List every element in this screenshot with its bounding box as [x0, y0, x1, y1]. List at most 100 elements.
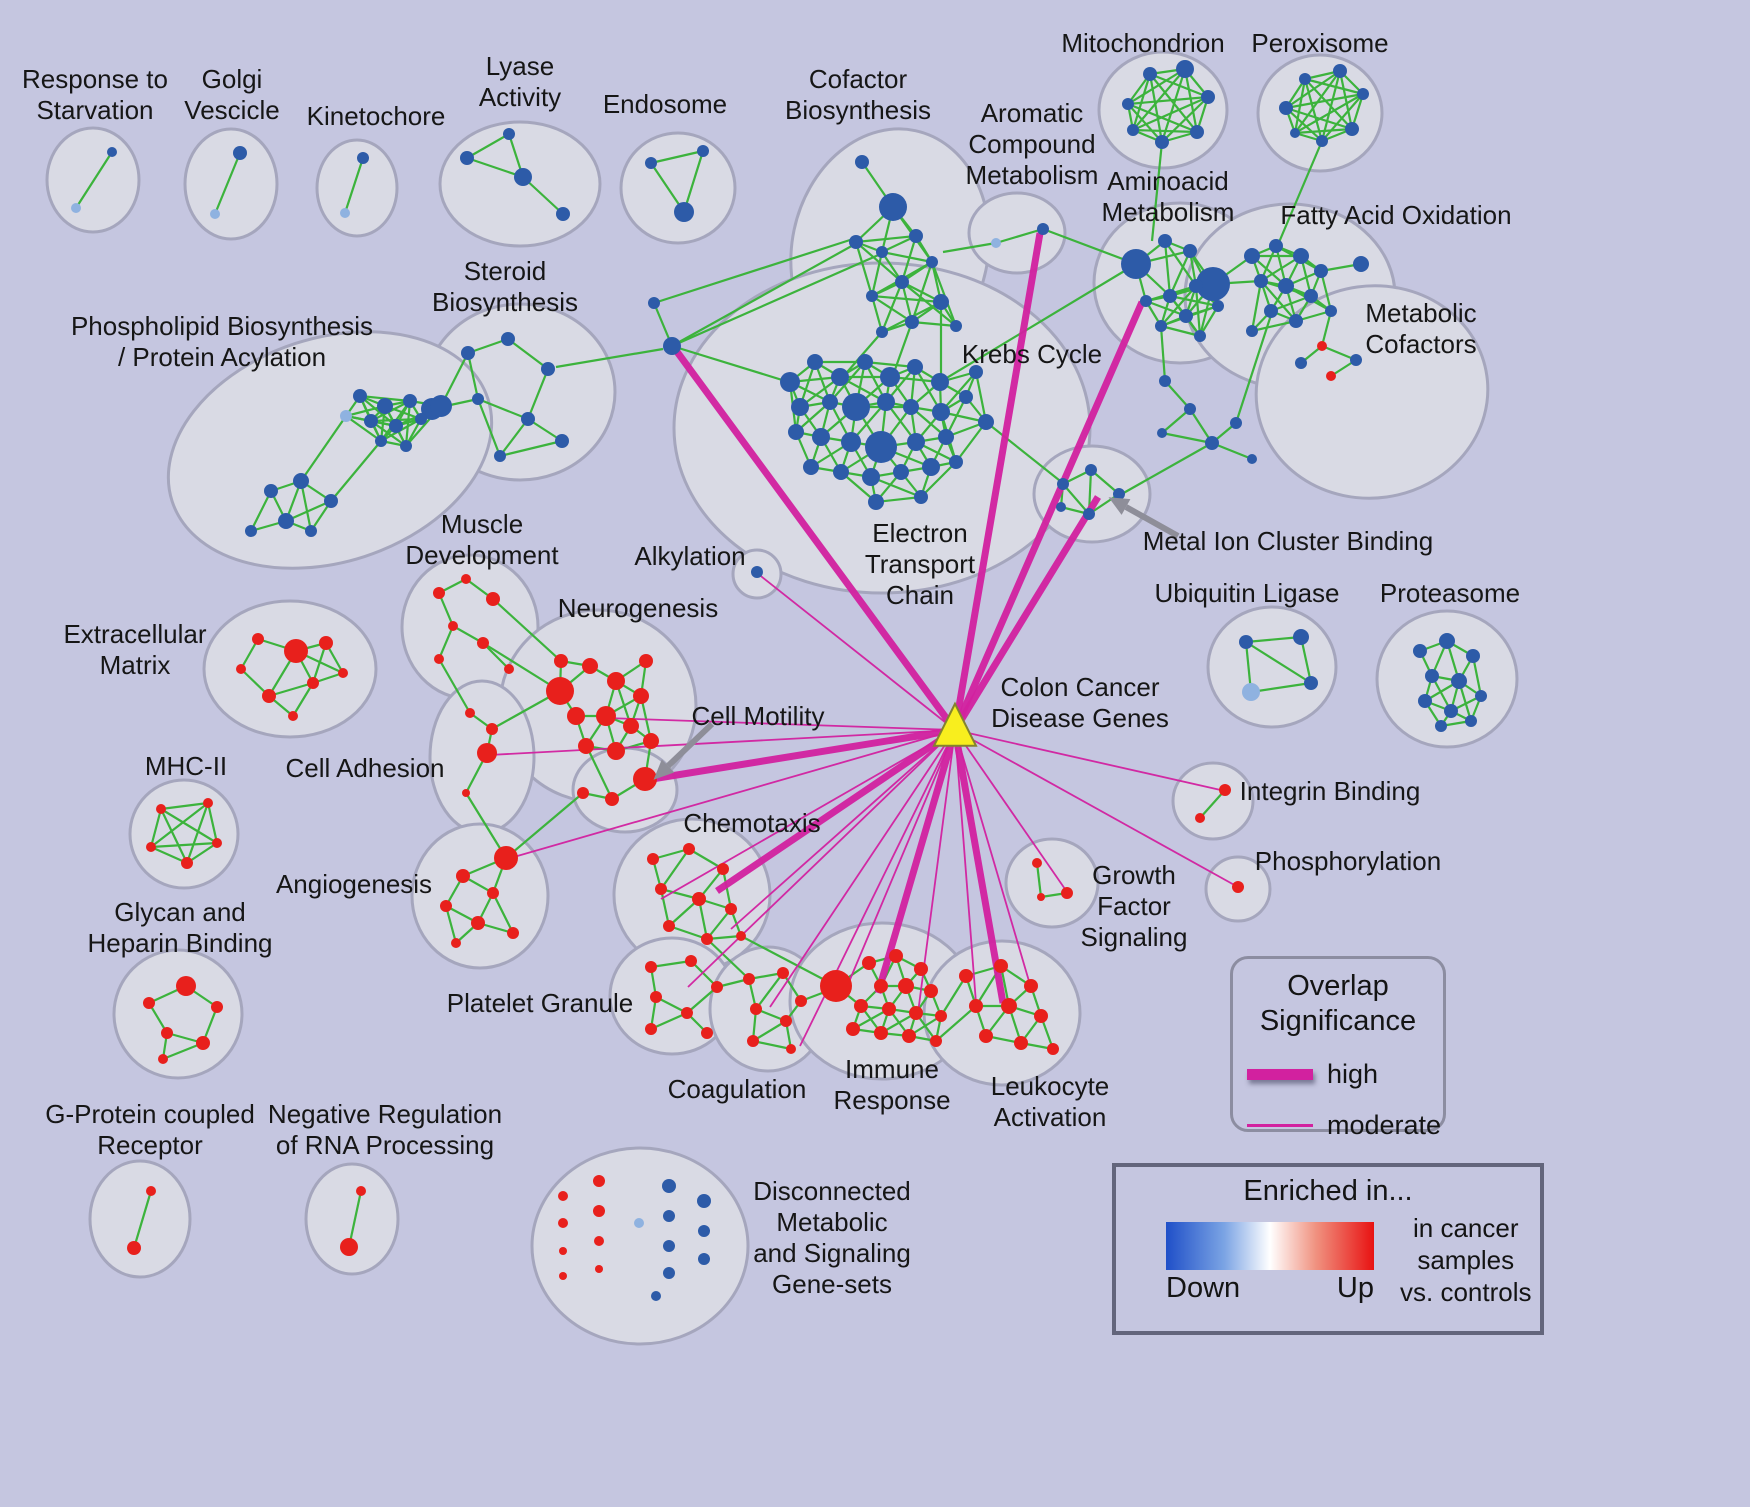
gene-set-node[interactable] [504, 664, 514, 674]
gene-set-node[interactable] [812, 428, 830, 446]
gene-set-node[interactable] [477, 637, 489, 649]
gene-set-node[interactable] [791, 398, 809, 416]
gene-set-node[interactable] [430, 395, 452, 417]
gene-set-node[interactable] [926, 256, 938, 268]
gene-set-node[interactable] [903, 399, 919, 415]
gene-set-node[interactable] [701, 933, 713, 945]
gene-set-node[interactable] [487, 887, 499, 899]
gene-set-node[interactable] [1254, 274, 1268, 288]
gene-set-node[interactable] [959, 969, 973, 983]
gene-set-node[interactable] [264, 484, 278, 498]
gene-set-node[interactable] [1246, 325, 1258, 337]
gene-set-node[interactable] [1143, 67, 1157, 81]
gene-set-node[interactable] [1439, 633, 1455, 649]
gene-set-node[interactable] [607, 742, 625, 760]
gene-set-node[interactable] [558, 1191, 568, 1201]
gene-set-node[interactable] [293, 473, 309, 489]
gene-set-node[interactable] [146, 1186, 156, 1196]
gene-set-node[interactable] [1350, 354, 1362, 366]
gene-set-node[interactable] [494, 450, 506, 462]
gene-set-node[interactable] [978, 414, 994, 430]
gene-set-node[interactable] [969, 999, 983, 1013]
gene-set-node[interactable] [1113, 488, 1125, 500]
gene-set-node[interactable] [1085, 464, 1097, 476]
gene-set-node[interactable] [1155, 320, 1167, 332]
gene-set-node[interactable] [521, 412, 535, 426]
gene-set-node[interactable] [284, 639, 308, 663]
gene-set-node[interactable] [1196, 267, 1230, 301]
gene-set-node[interactable] [353, 389, 367, 403]
gene-set-node[interactable] [935, 1010, 947, 1022]
gene-set-node[interactable] [448, 621, 458, 631]
gene-set-node[interactable] [555, 434, 569, 448]
gene-set-node[interactable] [1190, 125, 1204, 139]
gene-set-node[interactable] [594, 1236, 604, 1246]
gene-set-node[interactable] [340, 410, 352, 422]
gene-set-node[interactable] [1465, 715, 1477, 727]
gene-set-node[interactable] [994, 959, 1008, 973]
gene-set-node[interactable] [1278, 278, 1294, 294]
gene-set-node[interactable] [465, 708, 475, 718]
gene-set-node[interactable] [639, 654, 653, 668]
gene-set-node[interactable] [862, 468, 880, 486]
gene-set-node[interactable] [938, 429, 954, 445]
gene-set-node[interactable] [880, 367, 900, 387]
gene-set-node[interactable] [1290, 128, 1300, 138]
gene-set-node[interactable] [593, 1205, 605, 1217]
gene-set-node[interactable] [879, 193, 907, 221]
gene-set-node[interactable] [663, 1267, 675, 1279]
gene-set-node[interactable] [645, 157, 657, 169]
gene-set-node[interactable] [1056, 502, 1066, 512]
gene-set-node[interactable] [1083, 508, 1095, 520]
gene-set-node[interactable] [1295, 357, 1307, 369]
gene-set-node[interactable] [233, 146, 247, 160]
gene-set-node[interactable] [914, 490, 928, 504]
gene-set-node[interactable] [895, 275, 909, 289]
gene-set-node[interactable] [803, 459, 819, 475]
gene-set-node[interactable] [340, 1238, 358, 1256]
gene-set-node[interactable] [681, 1007, 693, 1019]
gene-set-node[interactable] [1047, 1043, 1059, 1055]
gene-set-node[interactable] [389, 419, 403, 433]
gene-set-node[interactable] [1034, 1009, 1048, 1023]
gene-set-node[interactable] [889, 949, 903, 963]
gene-set-node[interactable] [780, 1015, 792, 1027]
gene-set-node[interactable] [855, 155, 869, 169]
gene-set-node[interactable] [471, 916, 485, 930]
gene-set-node[interactable] [1269, 239, 1283, 253]
gene-set-node[interactable] [849, 235, 863, 249]
gene-set-node[interactable] [143, 997, 155, 1009]
gene-set-node[interactable] [472, 393, 484, 405]
gene-set-node[interactable] [1413, 644, 1427, 658]
gene-set-node[interactable] [593, 1175, 605, 1187]
gene-set-node[interactable] [857, 354, 873, 370]
gene-set-node[interactable] [146, 842, 156, 852]
gene-set-node[interactable] [1037, 893, 1045, 901]
gene-set-node[interactable] [1304, 676, 1318, 690]
gene-set-node[interactable] [1205, 436, 1219, 450]
gene-set-node[interactable] [868, 494, 884, 510]
gene-set-node[interactable] [780, 372, 800, 392]
gene-set-node[interactable] [907, 359, 923, 375]
gene-set-node[interactable] [807, 354, 823, 370]
gene-set-node[interactable] [991, 238, 1001, 248]
gene-set-node[interactable] [158, 1054, 168, 1064]
gene-set-node[interactable] [456, 869, 470, 883]
gene-set-node[interactable] [607, 672, 625, 690]
gene-set-node[interactable] [1014, 1036, 1028, 1050]
gene-set-node[interactable] [559, 1272, 567, 1280]
gene-set-node[interactable] [663, 1240, 675, 1252]
gene-set-node[interactable] [577, 787, 589, 799]
gene-set-node[interactable] [633, 767, 657, 791]
gene-set-node[interactable] [203, 798, 213, 808]
gene-set-node[interactable] [262, 689, 276, 703]
gene-set-node[interactable] [156, 804, 166, 814]
gene-set-node[interactable] [874, 979, 888, 993]
gene-set-node[interactable] [211, 1001, 223, 1013]
gene-set-node[interactable] [914, 962, 928, 976]
gene-set-node[interactable] [876, 326, 888, 338]
gene-set-node[interactable] [1333, 64, 1347, 78]
gene-set-node[interactable] [874, 1026, 888, 1040]
gene-set-node[interactable] [645, 1023, 657, 1035]
gene-set-node[interactable] [623, 718, 639, 734]
